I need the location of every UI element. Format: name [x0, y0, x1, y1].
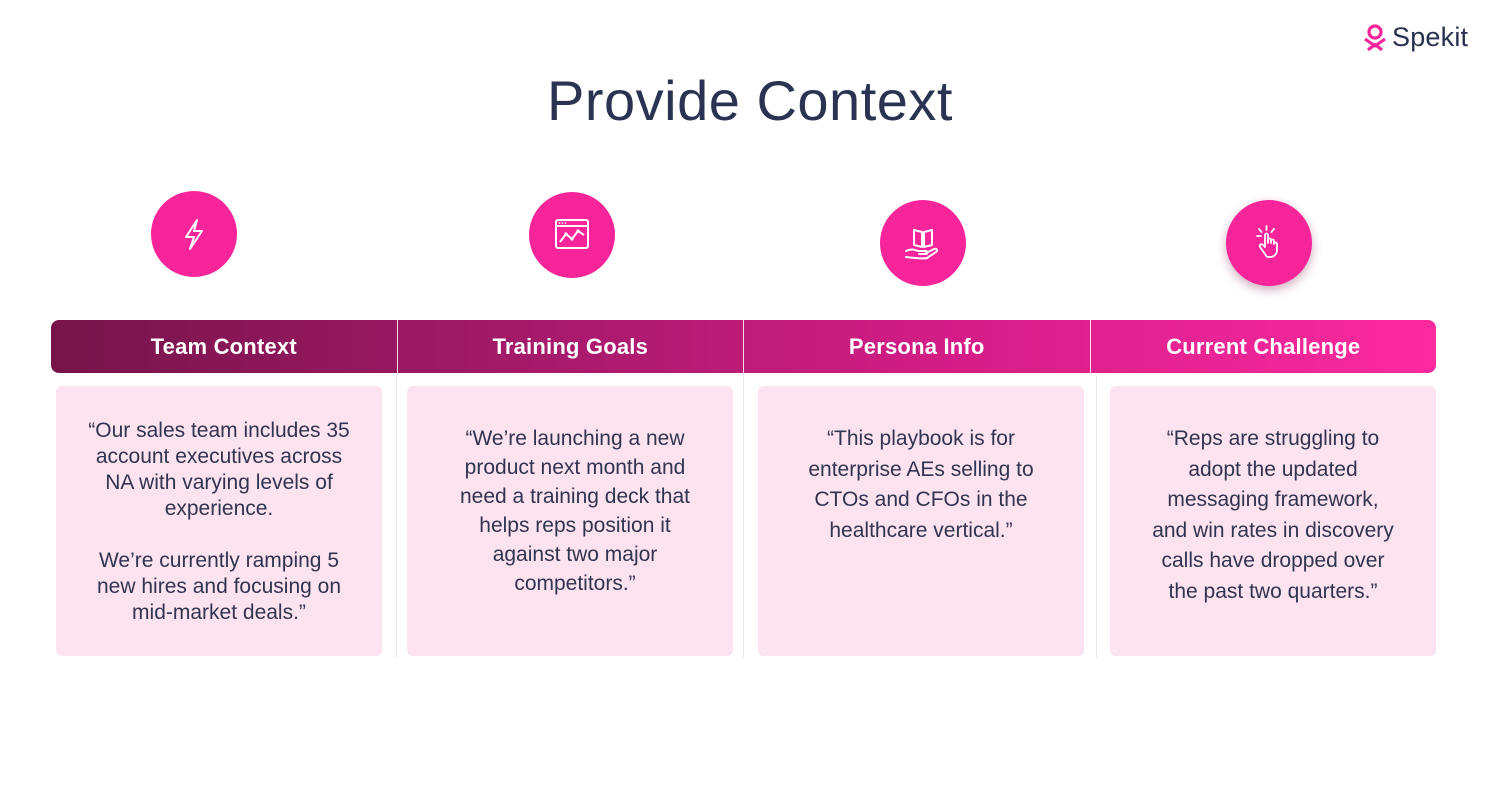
card-persona-info: “This playbook is for enterprise AEs sel… — [758, 386, 1084, 656]
card-text: “Our sales team includes 35 account exec… — [88, 419, 350, 520]
card-training-goals: “We’re launching a new product next mont… — [407, 386, 733, 656]
column-divider — [1096, 375, 1097, 658]
card-text: We’re currently ramping 5 new hires and … — [97, 549, 341, 624]
card-team-context: “Our sales team includes 35 account exec… — [56, 386, 382, 656]
column-divider — [396, 375, 397, 658]
card-current-challenge: “Reps are struggling to adopt the update… — [1110, 386, 1436, 656]
header-training-goals: Training Goals — [398, 320, 744, 373]
column-divider — [743, 375, 744, 658]
card-text: “We’re launching a new product next mont… — [460, 427, 690, 595]
brand-logo: Spekit — [1362, 22, 1468, 53]
brand-name: Spekit — [1392, 22, 1469, 52]
header-team-context: Team Context — [51, 320, 398, 373]
pointer-click-icon — [1226, 200, 1312, 286]
analytics-chart-icon — [529, 192, 615, 278]
header-current-challenge: Current Challenge — [1166, 333, 1361, 359]
page-title: Provide Context — [547, 69, 953, 132]
lightning-bolt-icon — [151, 191, 237, 277]
column-header-bar: Team Context Training Goals Persona Info… — [51, 320, 1436, 373]
header-persona-info: Persona Info — [744, 320, 1091, 373]
card-text: “Reps are struggling to adopt the update… — [1152, 427, 1394, 603]
spekit-logo-icon — [1364, 23, 1386, 51]
card-text: “This playbook is for enterprise AEs sel… — [808, 427, 1034, 542]
book-in-hand-icon — [880, 200, 966, 286]
